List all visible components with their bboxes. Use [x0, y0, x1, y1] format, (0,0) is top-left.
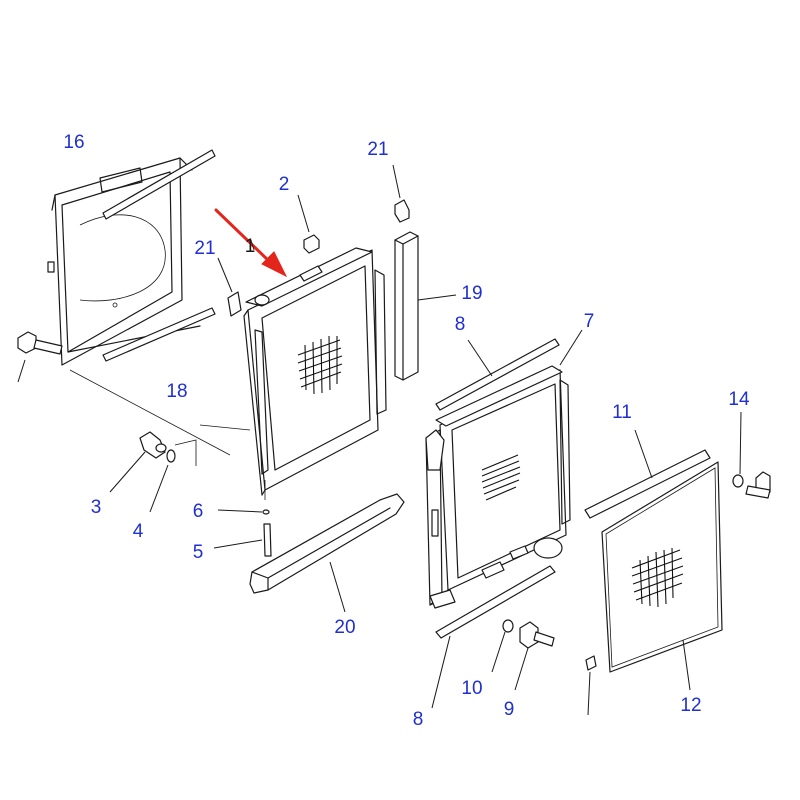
part-5-pipe	[213, 523, 272, 557]
part-9-bolt	[514, 621, 555, 691]
part-19-seal-block	[394, 231, 457, 381]
callout-21-left: 21	[194, 238, 215, 259]
callout-8-lower: 8	[413, 709, 424, 730]
part-20-bottom-seal	[249, 493, 405, 613]
part-8-strip-upper	[435, 338, 560, 411]
screen-mesh	[631, 547, 684, 608]
callout-6: 6	[193, 501, 204, 522]
oil-cooler-louver	[481, 454, 521, 501]
callout-20: 20	[334, 617, 355, 638]
callout-12: 12	[680, 695, 701, 716]
part-strip-upper	[102, 149, 216, 220]
callout-5: 5	[193, 542, 204, 563]
callout-10: 10	[461, 678, 482, 699]
part-16-fan-shroud	[47, 157, 201, 366]
part-8-strip-lower	[431, 565, 556, 709]
part-7-oil-cooler	[425, 329, 583, 609]
callout-14: 14	[728, 389, 750, 410]
callout-1: 1	[245, 236, 256, 257]
callout-4: 4	[133, 521, 144, 542]
callout-16: 16	[63, 132, 84, 153]
part-10-washer	[491, 619, 514, 673]
part-6-oring	[217, 509, 270, 515]
part-3-drain-valve	[109, 431, 167, 493]
red-arrow-icon	[214, 208, 288, 278]
part-18-seal-strip	[102, 307, 216, 362]
part-21-clip-left	[217, 257, 242, 317]
part-2-radiator-cap	[297, 194, 320, 254]
bolt-right	[745, 471, 771, 499]
part-11-strip	[584, 429, 711, 519]
callout-21-top: 21	[367, 139, 388, 160]
callout-9: 9	[504, 699, 515, 720]
part-12-screen	[601, 461, 723, 691]
callout-3: 3	[91, 497, 102, 518]
callout-11: 11	[612, 402, 632, 423]
callout-7: 7	[584, 311, 595, 332]
callout-2: 2	[279, 174, 290, 195]
part-12-clip	[585, 655, 597, 716]
part-1-radiator	[243, 247, 387, 500]
part-14-washer	[732, 411, 744, 488]
bolt-left	[17, 331, 63, 383]
callout-19: 19	[461, 283, 482, 304]
part-4-washer	[149, 449, 176, 513]
part-21-clip-top	[392, 164, 410, 223]
callout-8-upper: 8	[455, 314, 466, 335]
radiator-mesh	[297, 335, 343, 395]
callout-18: 18	[166, 381, 187, 402]
